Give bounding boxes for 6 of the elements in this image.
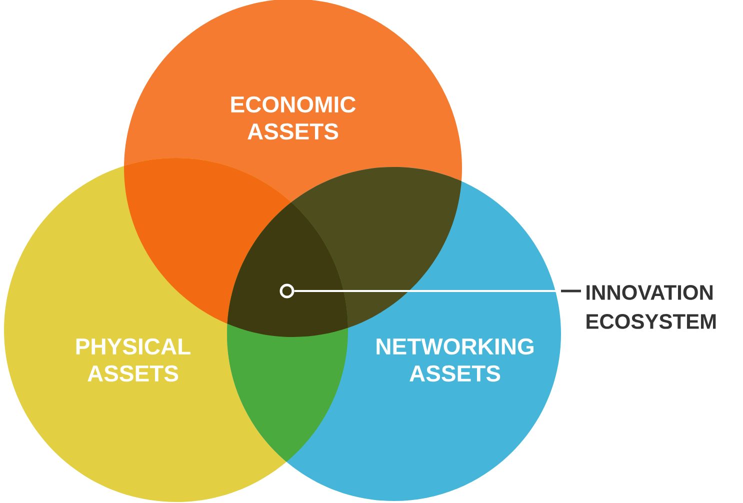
circle-label: ECONOMIC ASSETS	[231, 96, 356, 140]
leader-line	[294, 290, 581, 292]
circle-label: NETWORKING ASSETS	[376, 338, 534, 382]
ring-marker	[280, 284, 294, 298]
callout-text: INNOVATION ECOSYSTEM	[586, 285, 716, 329]
circle-label: PHYSICAL ASSETS	[76, 338, 190, 382]
